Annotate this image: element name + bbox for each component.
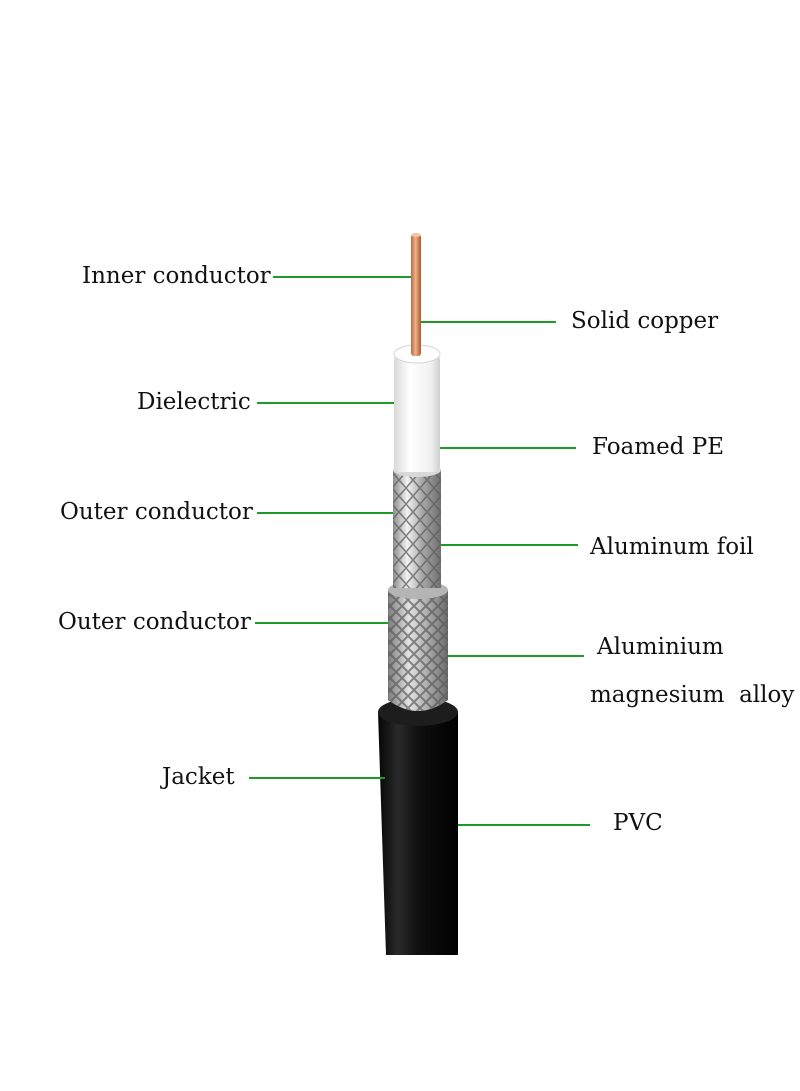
left-leader-lines [249, 276, 411, 779]
right-leader-lines [421, 321, 590, 826]
copper-conductor [411, 233, 421, 356]
label-jacket: Jacket [162, 764, 235, 790]
jacket-layer [378, 698, 458, 955]
label-alloy-line2: magnesium alloy [590, 682, 795, 708]
label-aluminum-foil: Aluminum foil [590, 534, 754, 560]
braid-layer [388, 581, 448, 711]
dielectric-layer [393, 344, 441, 472]
label-outer-conductor-foil: Outer conductor [60, 499, 253, 525]
label-foamed-pe: Foamed PE [592, 434, 724, 460]
label-outer-conductor-braid: Outer conductor [58, 609, 251, 635]
label-inner-conductor: Inner conductor [82, 263, 271, 289]
foil-layer [393, 463, 441, 588]
label-alloy-line1: Aluminium [597, 634, 724, 660]
label-pvc: PVC [613, 810, 663, 836]
label-solid-copper: Solid copper [571, 308, 719, 334]
label-dielectric: Dielectric [137, 389, 251, 415]
